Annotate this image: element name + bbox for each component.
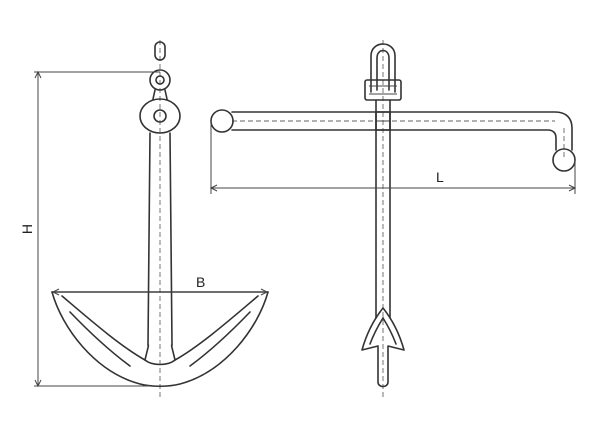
dimension-h: H [19,70,160,388]
shackle [364,43,402,101]
anchor-side-view: L [209,40,577,400]
dimension-h-label: H [19,224,35,234]
upper-eye [149,69,171,91]
shank [147,132,173,346]
dimension-b: B [51,274,269,296]
fluke-side [361,307,405,388]
top-pin [154,41,166,61]
dimension-l: L [209,121,577,194]
dimension-l-label: L [436,169,444,185]
anchor-front-view: B H [19,40,269,400]
dimension-b-label: B [196,274,205,290]
shank-side [375,99,391,319]
stock-bar [210,109,576,172]
stock-ball-left [210,109,234,133]
lower-eye [139,98,181,134]
